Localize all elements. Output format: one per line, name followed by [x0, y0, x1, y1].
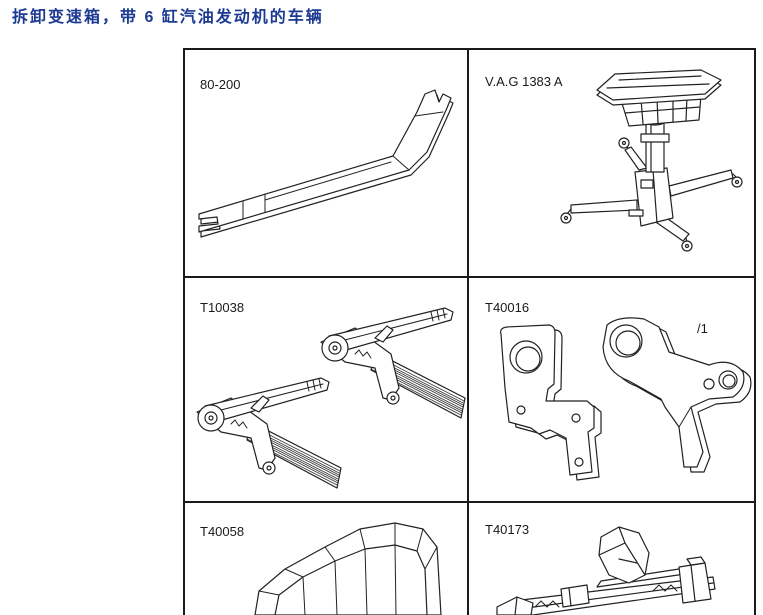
jack-platform [596, 69, 722, 106]
bracket-left [500, 324, 602, 481]
ratchet-strap-upper [320, 307, 466, 419]
tool-cell-80-200: 80-200 [185, 50, 469, 278]
drum-tool-illustration [254, 522, 442, 615]
frame-left-block [496, 596, 534, 615]
tool-label: T40058 [200, 524, 245, 539]
tool-label: T40173 [485, 522, 530, 537]
frame-right-block [678, 556, 712, 604]
tool-cell-t40173: T40173 [469, 503, 754, 615]
frame-pad-block [598, 526, 650, 584]
page-title: 拆卸变速箱，带 6 缸汽油发动机的车辆 [12, 9, 324, 26]
tool-cell-vag-1383-a: V.A.G 1383 A [469, 50, 754, 278]
support-frame-illustration [496, 526, 716, 615]
lever-body [198, 89, 454, 238]
lever-detail-lines [242, 111, 444, 220]
frame-middle-block [560, 584, 590, 608]
tool-cell-t10038: T10038 [185, 278, 469, 503]
bracket-right [602, 317, 752, 473]
tool-label: T10038 [200, 300, 245, 315]
tool-label: V.A.G 1383 A [485, 74, 563, 89]
ratchet-strap-lower [196, 377, 342, 489]
drum-facet-lines [258, 522, 438, 615]
callout-label: /1 [697, 321, 708, 336]
frame-spring [652, 584, 678, 592]
frame-spring [534, 600, 560, 608]
transmission-jack-illustration [560, 69, 743, 252]
jack-column [640, 118, 670, 173]
tool-label: 80-200 [200, 77, 241, 92]
jack-base [628, 167, 674, 227]
tool-cell-t40058: T40058 [185, 503, 469, 615]
brackets-illustration [500, 317, 752, 481]
tool-cell-t40016: T40016 /1 [469, 278, 754, 503]
jack-wheels [560, 137, 743, 252]
lever-tool-illustration [198, 89, 454, 238]
special-tools-table: 80-200 V.A.G 1383 A [183, 48, 756, 615]
drum-body [254, 522, 442, 615]
tool-label: T40016 [485, 300, 530, 315]
